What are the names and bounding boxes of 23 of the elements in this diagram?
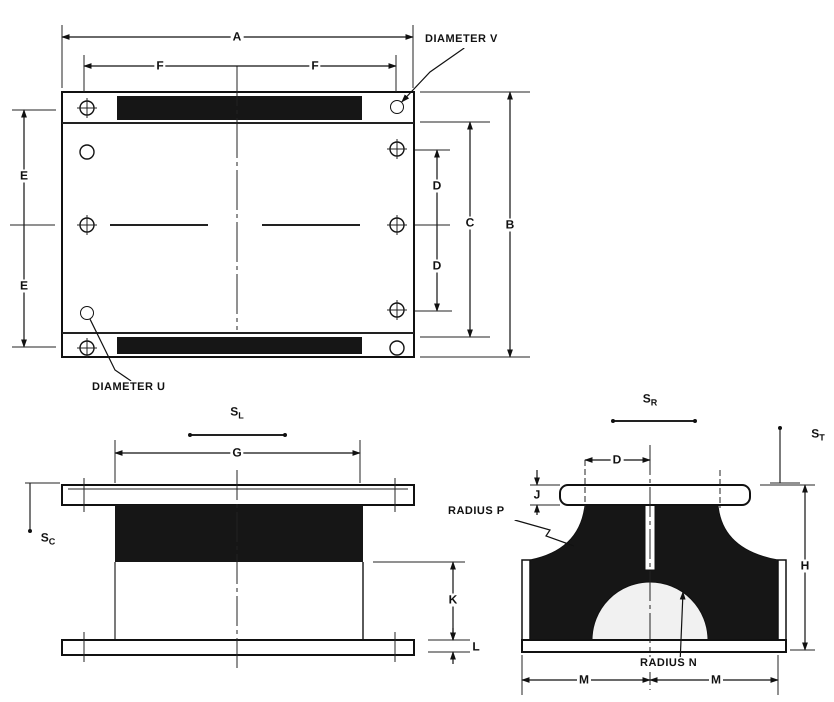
arch-opening bbox=[592, 582, 708, 640]
leader-line bbox=[401, 48, 465, 102]
leader-line bbox=[680, 591, 686, 658]
dimension-label: G bbox=[230, 446, 244, 460]
dimension-label: E bbox=[18, 280, 30, 292]
dimension-label: E bbox=[18, 170, 30, 182]
dimension-label: B bbox=[504, 218, 516, 232]
dimension-label: D bbox=[430, 180, 444, 192]
dimension-label: D bbox=[430, 260, 444, 272]
dimension-label: M bbox=[577, 674, 591, 686]
dimension-label: F bbox=[309, 60, 321, 72]
dimension-label: H bbox=[798, 560, 812, 572]
dimension-label: A bbox=[230, 30, 244, 44]
rubber-body bbox=[530, 504, 778, 640]
dimension-label: K bbox=[446, 594, 460, 606]
leader-line bbox=[514, 519, 574, 547]
dimension-label: J bbox=[532, 488, 542, 502]
dimension-label: L bbox=[470, 640, 482, 654]
leader-line bbox=[90, 319, 132, 382]
dimension-label: F bbox=[154, 60, 166, 72]
dimension-label: C bbox=[464, 216, 476, 230]
dimension-label: M bbox=[709, 674, 723, 686]
dimension-label: D bbox=[610, 454, 624, 466]
